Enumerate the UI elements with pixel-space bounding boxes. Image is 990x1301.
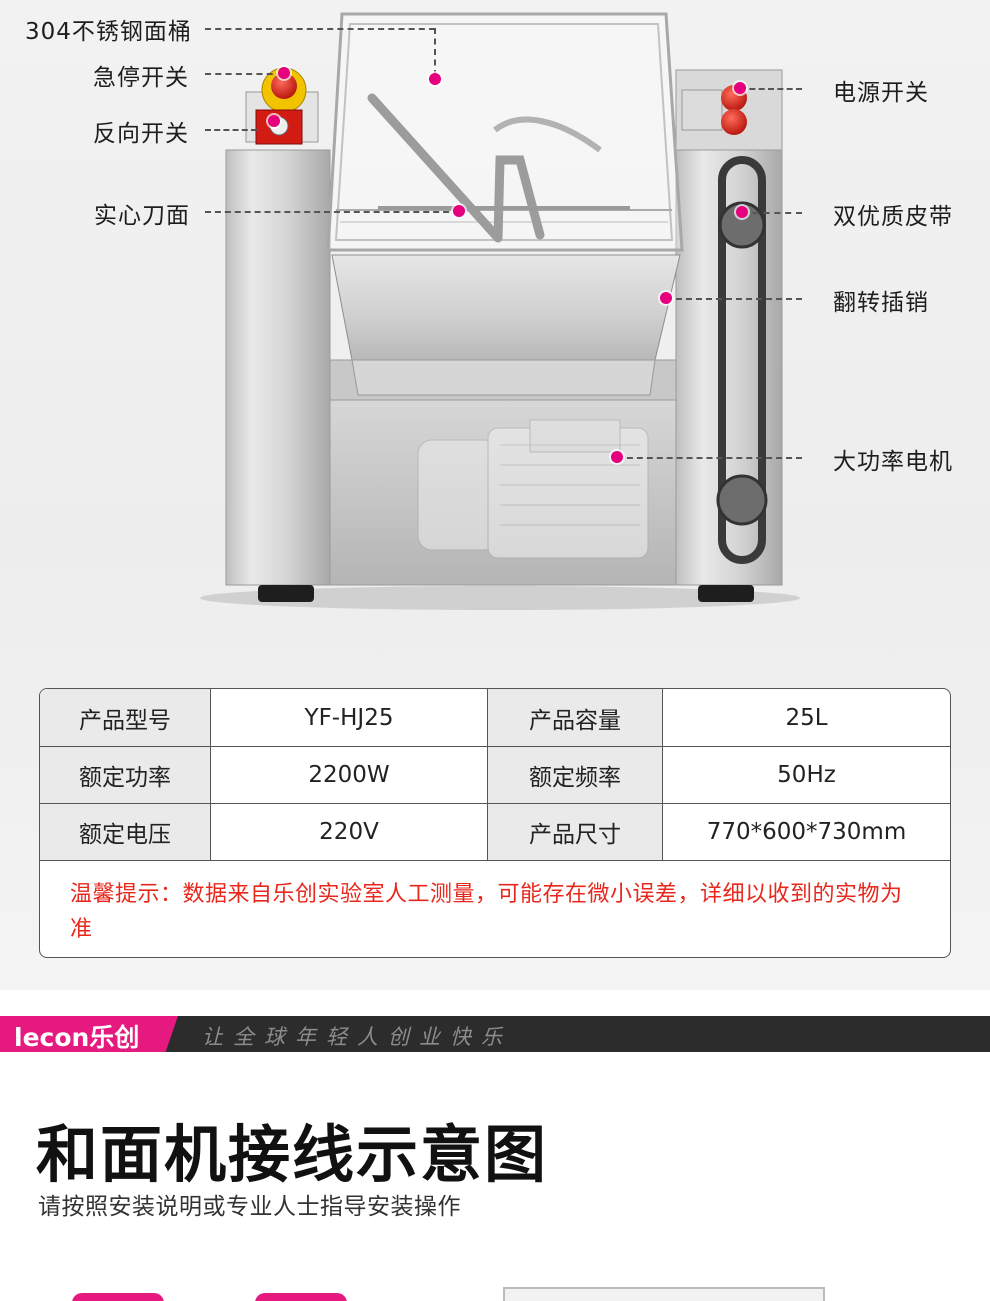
marker-dot-estop <box>278 67 290 79</box>
spec-row: 产品型号 YF-HJ25 产品容量 25L <box>40 689 950 747</box>
floor-shadow <box>200 586 800 610</box>
marker-dot-blade <box>453 205 465 217</box>
marker-dot-barrel <box>429 73 441 85</box>
leader-barrel-v <box>434 28 436 76</box>
spec-value: 220V <box>211 804 488 860</box>
spec-table: 产品型号 YF-HJ25 产品容量 25L 额定功率 2200W 额定频率 50… <box>39 688 951 958</box>
marker-dot-belt <box>736 206 748 218</box>
brand-bar: lecon乐创 让全球年轻人创业快乐 <box>0 1016 990 1052</box>
spec-label: 额定电压 <box>40 804 211 860</box>
spec-row: 额定功率 2200W 额定频率 50Hz <box>40 747 950 804</box>
marker-dot-reverse <box>268 115 280 127</box>
belt-drive <box>716 156 768 564</box>
foot-right <box>698 585 754 602</box>
leader-belt <box>742 212 802 214</box>
product-illustration-area: 304不锈钢面桶 急停开关 反向开关 实心刀面 电源开关 双优质皮带 翻转插销 … <box>0 0 990 990</box>
spec-label: 产品型号 <box>40 689 211 746</box>
callout-power-switch: 电源开关 <box>833 80 929 106</box>
spec-label: 产品容量 <box>488 689 663 746</box>
leader-estop <box>205 73 283 75</box>
leader-blade <box>205 211 459 213</box>
spec-value: 25L <box>785 704 828 731</box>
spec-value: 2200W <box>211 747 488 803</box>
leader-reverse <box>205 129 257 131</box>
leader-pin <box>666 298 802 300</box>
motor-illustration <box>417 419 649 559</box>
spec-label: 额定功率 <box>40 747 211 803</box>
callout-barrel: 304不锈钢面桶 <box>25 19 192 45</box>
callout-emergency-stop: 急停开关 <box>93 65 189 91</box>
power-switch <box>681 85 747 135</box>
foot-left <box>258 585 314 602</box>
callout-reverse-switch: 反向开关 <box>93 121 189 147</box>
callout-belt: 双优质皮带 <box>833 204 953 230</box>
brand-logo-block: lecon乐创 <box>0 1016 178 1052</box>
spec-value: YF-HJ25 <box>211 689 488 746</box>
leader-power <box>740 88 802 90</box>
callout-motor: 大功率电机 <box>833 449 953 475</box>
marker-dot-motor <box>611 451 623 463</box>
mixing-blade <box>367 93 545 243</box>
brand-logo: lecon乐创 <box>14 1023 140 1052</box>
mixing-bowl <box>331 254 681 361</box>
spec-value: 770*600*730mm <box>706 819 907 845</box>
transparent-lid <box>326 12 684 252</box>
marker-dot-power <box>734 82 746 94</box>
left-side-panel <box>225 149 331 586</box>
dough-mixer-illustration <box>200 12 800 610</box>
callout-blade: 实心刀面 <box>94 203 190 229</box>
spec-value: 50Hz <box>777 762 836 788</box>
spec-row: 额定电压 220V 产品尺寸 770*600*730mm <box>40 804 950 861</box>
wiring-tab-1 <box>72 1293 164 1301</box>
brand-slogan: 让全球年轻人创业快乐 <box>202 1025 512 1049</box>
spec-label: 产品尺寸 <box>488 804 663 860</box>
spec-label: 额定频率 <box>488 747 663 803</box>
section-title: 和面机接线示意图 <box>36 1118 549 1191</box>
leader-barrel-h <box>205 28 435 30</box>
marker-dot-pin <box>660 292 672 304</box>
section-subtitle: 请按照安装说明或专业人士指导安装操作 <box>38 1194 461 1220</box>
wiring-tab-2 <box>255 1293 347 1301</box>
wiring-diagram-panel <box>503 1287 825 1301</box>
reverse-switch <box>255 109 303 145</box>
spec-disclaimer-note: 温馨提示：数据来自乐创实验室人工测量，可能存在微小误差，详细以收到的实物为准 <box>70 882 903 942</box>
callout-flip-pin: 翻转插销 <box>833 290 929 316</box>
leader-motor <box>617 457 802 459</box>
